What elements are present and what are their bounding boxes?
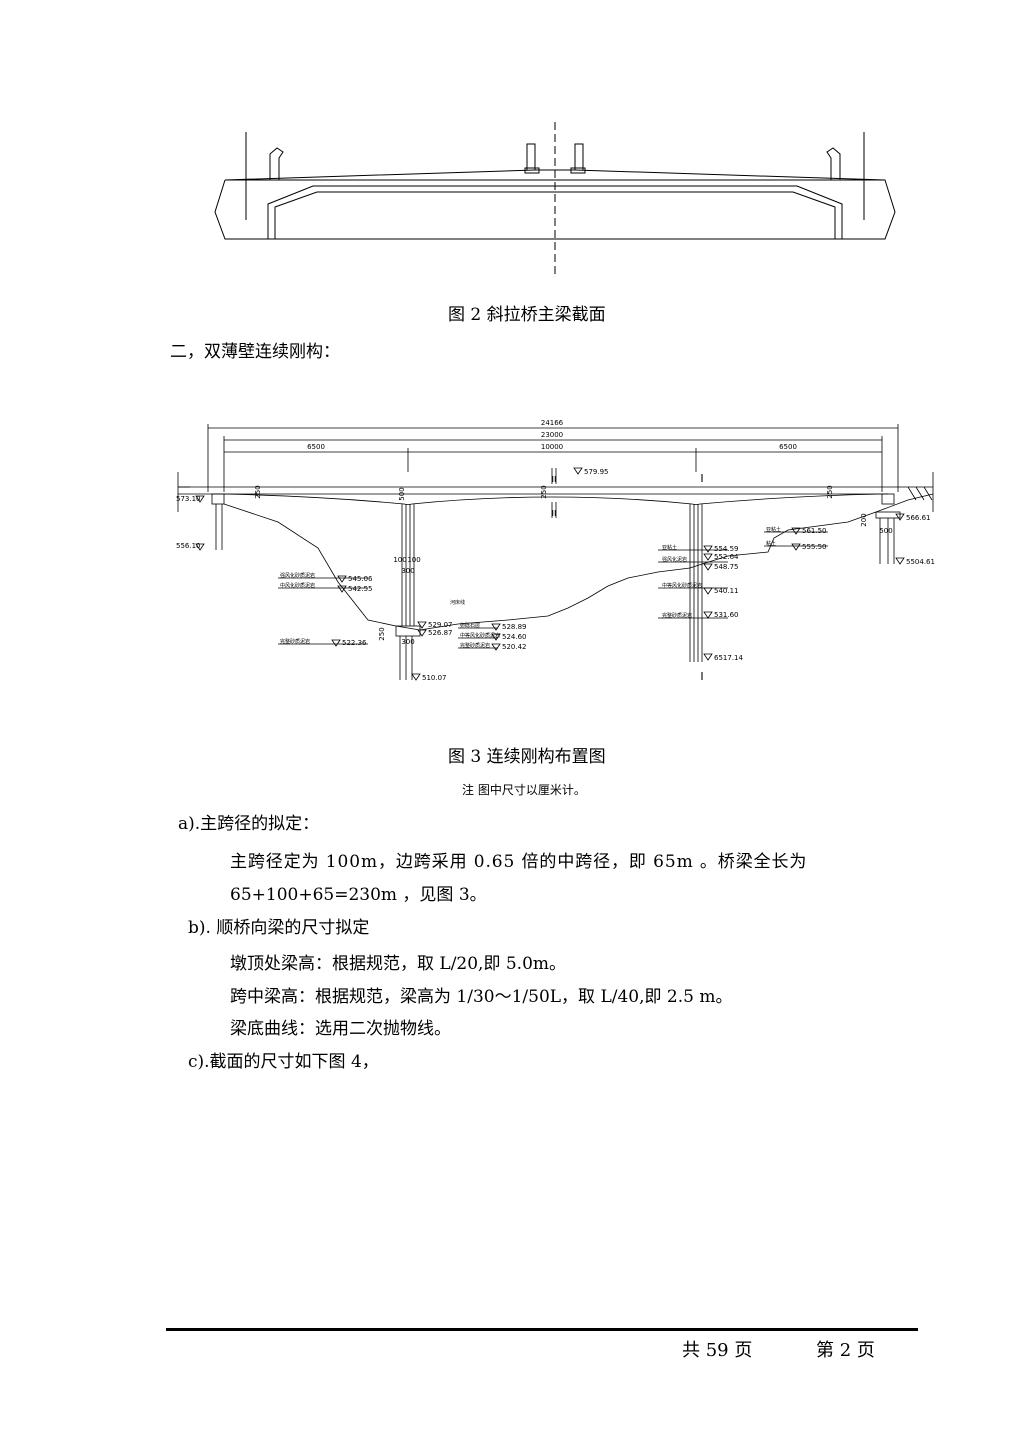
soil-r3: 中等风化砂质泥岩 bbox=[662, 582, 702, 589]
soil-r2: 强风化泥岩 bbox=[662, 556, 687, 563]
dim-h-mid: 250 bbox=[540, 485, 548, 498]
dim-pier-w2: 100 bbox=[407, 556, 420, 564]
dim-pier-w1: 100 bbox=[393, 556, 406, 564]
section-mark-mid-bot: II bbox=[552, 509, 557, 518]
soil-river: 河床线 bbox=[450, 599, 465, 606]
elev-pier2-d: 540.11 bbox=[714, 587, 739, 595]
dim-foot-left: 250 bbox=[378, 627, 386, 640]
elev-right-abut-bot: 5504.61 bbox=[906, 558, 935, 566]
soil-r4: 完整砂质泥岩 bbox=[662, 612, 692, 619]
section-c-title: c).截面的尺寸如下图 4， bbox=[188, 1052, 379, 1072]
section-2-heading: 二，双薄壁连续刚构： bbox=[170, 342, 340, 362]
section-a-paragraph-line1: 主跨径定为 100m，边跨采用 0.65 倍的中跨径，即 65m 。桥梁全长为 bbox=[230, 852, 808, 872]
elev-right-b: 555.50 bbox=[802, 543, 827, 551]
soil-l1: 强风化砂质泥岩 bbox=[280, 572, 315, 579]
section-mark-top: I bbox=[700, 472, 703, 485]
section-b-line1: 墩顶处梁高：根据规范，取 L/20,即 5.0m。 bbox=[230, 954, 567, 974]
soil-r5: 亚粘土 bbox=[766, 526, 781, 533]
soil-m1: 卵砾石层 bbox=[460, 622, 480, 629]
elev-pier1-b: 526.87 bbox=[428, 629, 453, 637]
dim-side-left: 6500 bbox=[307, 443, 325, 451]
footer-total-pages: 共 59 页 bbox=[682, 1340, 753, 1361]
dim-pier-w3: 300 bbox=[401, 567, 414, 575]
soil-m2: 中等风化砂质泥岩 bbox=[460, 632, 500, 639]
dim-h-right-abut: 250 bbox=[826, 485, 834, 498]
elev-right-abut-top: 566.61 bbox=[906, 514, 931, 522]
dim-h-pier: 500 bbox=[398, 487, 406, 500]
elev-pier2-bot: 6517.14 bbox=[714, 654, 743, 662]
dim-side-right: 6500 bbox=[779, 443, 797, 451]
elev-pier1-bot: 510.07 bbox=[422, 674, 447, 682]
elev-deck: 579.95 bbox=[584, 468, 609, 476]
elev-right-a: 561.50 bbox=[802, 527, 827, 535]
figure-3-note: 注 图中尺寸以厘米计。 bbox=[462, 783, 586, 797]
footer-current-page: 第 2 页 bbox=[816, 1340, 875, 1361]
dim-main: 23000 bbox=[541, 431, 563, 439]
soil-l3: 完整砂质泥岩 bbox=[280, 638, 310, 645]
section-a-paragraph-line2: 65+100+65=230m ，见图 3。 bbox=[230, 885, 487, 905]
elev-l-c: 522.36 bbox=[342, 639, 367, 647]
section-a-title: a).主跨径的拟定： bbox=[178, 814, 320, 834]
elev-pier2-a: 554.59 bbox=[714, 545, 739, 553]
elev-pier2-e: 531.60 bbox=[714, 611, 739, 619]
soil-r6: 粘土 bbox=[766, 540, 776, 547]
section-b-line2: 跨中梁高：根据规范，梁高为 1/30～1/50L，取 L/40,即 2.5 m。 bbox=[230, 987, 733, 1007]
elev-pier2-b: 552.64 bbox=[714, 553, 739, 561]
figure-3-rigid-frame-layout: 24166 23000 6500 10000 6500 250 500 250 … bbox=[176, 419, 935, 683]
dim-mid: 10000 bbox=[541, 443, 563, 451]
elev-pier1-a: 529.07 bbox=[428, 621, 453, 629]
section-mark-mid-top: II bbox=[552, 475, 557, 484]
dim-foot-w: 300 bbox=[401, 638, 414, 646]
section-mark-bottom: I bbox=[700, 670, 703, 683]
elev-left-abut-bot: 556.10 bbox=[176, 542, 201, 550]
elev-l-b: 542.55 bbox=[348, 585, 373, 593]
elev-mid-b: 524.60 bbox=[502, 633, 527, 641]
figure-2-caption: 图 2 斜拉桥主梁截面 bbox=[448, 305, 606, 325]
soil-r1: 亚粘土 bbox=[662, 544, 677, 551]
elev-mid-a: 528.89 bbox=[502, 623, 527, 631]
elev-pier2-c: 548.75 bbox=[714, 563, 739, 571]
soil-l2: 中风化砂质泥岩 bbox=[280, 582, 315, 589]
section-b-title: b). 顺桥向梁的尺寸拟定 bbox=[188, 918, 370, 938]
soil-m3: 完整砂质泥岩 bbox=[460, 642, 490, 649]
figure-3-caption: 图 3 连续刚构布置图 bbox=[448, 747, 606, 767]
dim-right-w: 500 bbox=[879, 527, 892, 535]
elev-l-a: 545.06 bbox=[348, 575, 373, 583]
footer-rule bbox=[166, 1328, 918, 1331]
figure-2-girder-section bbox=[214, 122, 896, 274]
elev-left-abut-top: 573.10 bbox=[176, 495, 201, 503]
dim-right-h: 200 bbox=[860, 513, 868, 526]
section-b-line3: 梁底曲线：选用二次抛物线。 bbox=[230, 1019, 451, 1039]
dim-h-left-abut: 250 bbox=[254, 485, 262, 498]
dim-total: 24166 bbox=[541, 419, 564, 427]
elev-mid-c: 520.42 bbox=[502, 643, 527, 651]
